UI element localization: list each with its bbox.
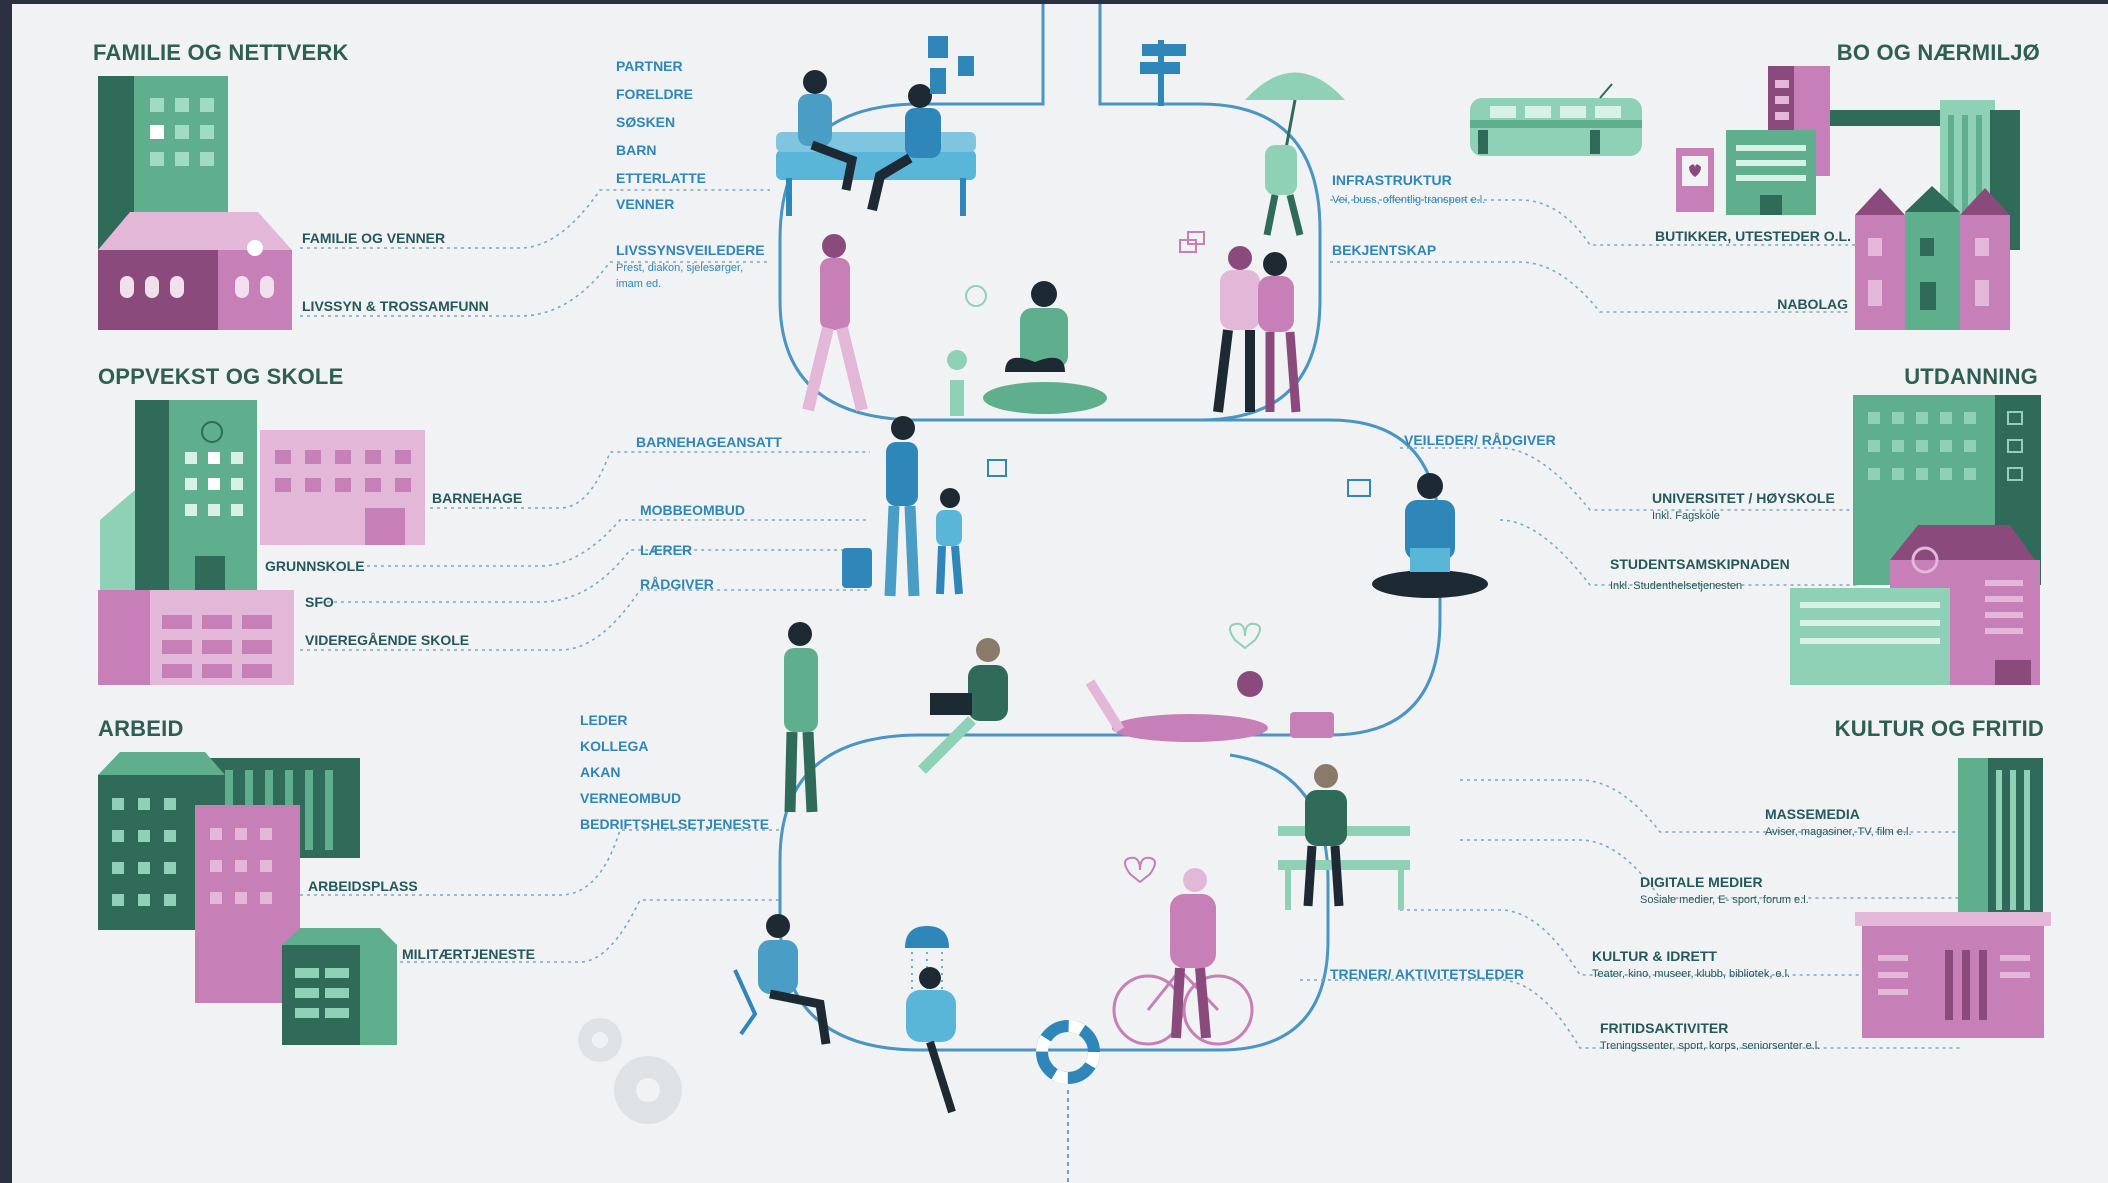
- school-buildings: [98, 400, 425, 685]
- label-counselor-sub-2: imam ed.: [616, 278, 662, 290]
- label-infrastructure-sub: Vei, buss, offentlig transport e.l.: [1332, 194, 1486, 206]
- label-safety-rep: VERNEOMBUD: [580, 790, 682, 806]
- label-colleague: KOLLEGA: [580, 738, 649, 754]
- culture-buildings: [1855, 758, 2051, 1038]
- label-digital-media: DIGITALE MEDIER: [1640, 874, 1763, 890]
- label-kindergarten: BARNEHAGE: [432, 490, 523, 506]
- label-secondary-school: VIDEREGÅENDE SKOLE: [305, 632, 470, 648]
- label-counselor-sub-1: Prest, diakon, sjelesørger,: [616, 262, 744, 274]
- label-advisor: RÅDGIVER: [640, 576, 714, 592]
- section-heading-work: ARBEID: [98, 716, 184, 741]
- label-teacher: LÆRER: [640, 542, 693, 558]
- label-shops: BUTIKKER, UTESTEDER O.L.: [1654, 228, 1851, 244]
- label-digital-media-sub: Sosiale medier, E- sport, forum e.l.: [1640, 894, 1809, 906]
- label-guide-advisor: VEILEDER/ RÅDGIVER: [1404, 432, 1556, 448]
- label-leisure: FRITIDSAKTIVITER: [1600, 1020, 1729, 1036]
- label-counselor: LIVSSYNSVEILEDERE: [616, 242, 765, 258]
- section-heading-family: FAMILIE OG NETTVERK: [93, 40, 349, 65]
- label-kindergarten-staff: BARNEHAGEANSATT: [636, 434, 782, 450]
- label-mass-media: MASSEMEDIA: [1765, 806, 1860, 822]
- label-mass-media-sub: Aviser, magasiner, TV, film e.l.: [1765, 826, 1912, 838]
- people-scenes: [578, 36, 1488, 1124]
- label-coach: TRENER/ AKTIVITETSLEDER: [1330, 966, 1524, 982]
- label-friends: VENNER: [616, 196, 675, 212]
- label-bully-officer: MOBBEOMBUD: [640, 502, 745, 518]
- label-bereaved: ETTERLATTE: [616, 170, 706, 186]
- label-children: BARN: [616, 142, 657, 158]
- section-heading-childhood: OPPVEKST OG SKOLE: [98, 364, 344, 389]
- education-buildings: [1790, 395, 2041, 685]
- connectors-left: [300, 189, 870, 963]
- label-culture-sport-sub: Teater, kino, museer, klubb, bibliotek, …: [1592, 968, 1791, 980]
- label-family-friends: FAMILIE OG VENNER: [302, 230, 446, 246]
- section-heading-education: UTDANNING: [1904, 364, 2038, 389]
- living-buildings: [1470, 66, 2020, 330]
- label-parents: FORELDRE: [616, 86, 693, 102]
- label-culture-sport: KULTUR & IDRETT: [1592, 948, 1717, 964]
- path-line-bend: [1229, 753, 1330, 881]
- label-military: MILITÆRTJENESTE: [402, 946, 536, 962]
- label-neighborhood: NABOLAG: [1777, 296, 1848, 312]
- label-sfo: SFO: [305, 594, 334, 610]
- label-primary-school: GRUNNSKOLE: [265, 558, 365, 574]
- work-buildings: [98, 752, 397, 1045]
- section-heading-culture: KULTUR OG FRITID: [1834, 716, 2044, 741]
- label-acquaintance: BEKJENTSKAP: [1332, 242, 1437, 258]
- label-university-sub: Inkl. Fagskole: [1652, 510, 1720, 522]
- connectors-right: [1300, 199, 1960, 1049]
- label-infrastructure: INFRASTRUKTUR: [1332, 172, 1452, 188]
- family-buildings: [98, 76, 292, 330]
- label-occupational-health: BEDRIFTSHELSETJENESTE: [580, 816, 770, 832]
- label-faith: LIVSSYN & TROSSAMFUNN: [302, 298, 489, 314]
- label-partner: PARTNER: [616, 58, 683, 74]
- label-akan: AKAN: [580, 764, 621, 780]
- path-line-right: [1098, 4, 1322, 422]
- label-leisure-sub: Treningssenter, sport, korps, seniorsent…: [1600, 1040, 1821, 1052]
- section-heading-living: BO OG NÆRMILJØ: [1836, 40, 2040, 65]
- label-university: UNIVERSITET / HØYSKOLE: [1652, 490, 1835, 506]
- label-siblings: SØSKEN: [616, 114, 676, 130]
- label-leader: LEDER: [580, 712, 628, 728]
- path-line: [778, 4, 1442, 1052]
- label-student-org: STUDENTSAMSKIPNADEN: [1610, 556, 1790, 572]
- label-student-org-sub: Inkl. Studenthelsetjenesten: [1610, 580, 1743, 592]
- label-workplace: ARBEIDSPLASS: [308, 878, 418, 894]
